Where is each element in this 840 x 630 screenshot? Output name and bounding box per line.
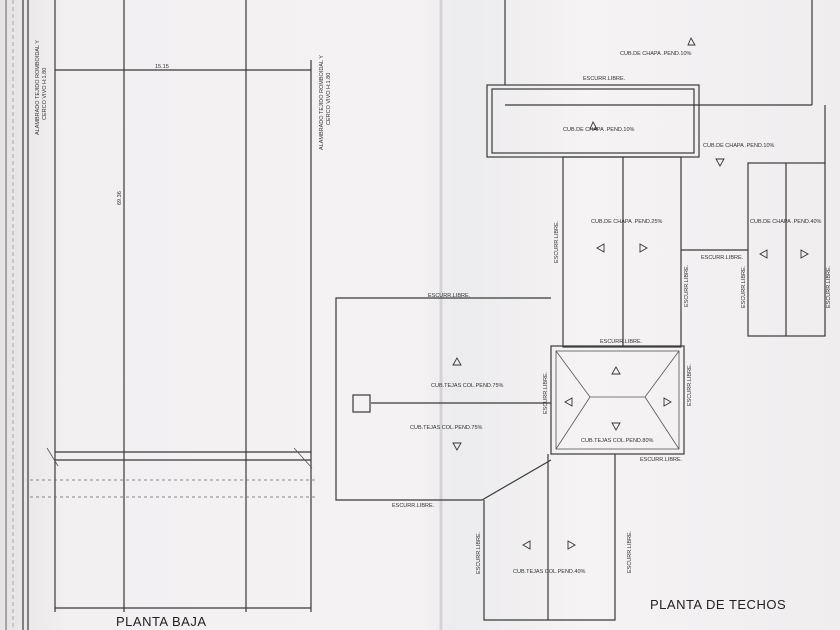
roof-chapa-box-inner	[491, 88, 695, 154]
drain-label-7: ESCURR.LIBRE.	[554, 220, 560, 263]
roof-tejas-80-inner	[555, 350, 680, 450]
slope-arrow-up-top	[687, 36, 696, 46]
slope-arrow-right-25	[639, 243, 648, 253]
drain-label-13: ESCURR.LIBRE.	[476, 531, 482, 574]
roof-label-tejas-75-top: CUB.TEJAS COL.PEND.75%	[431, 383, 504, 389]
slope-arrow-right-hip	[663, 397, 672, 407]
roof-label-chapa-box: CUB.DE CHAPA .PEND.10%	[563, 127, 635, 133]
slope-arrow-up-chapa	[589, 120, 598, 130]
fence-note-left-line1: ALAMBRADO TEJIDO ROMBOIDAL Y	[35, 40, 41, 135]
break-mark-left	[46, 447, 59, 467]
roof-tejas-80-outline	[550, 345, 685, 455]
drain-label-9: ESCURR.LIBRE.	[741, 265, 747, 308]
planta-baja-title: PLANTA BAJA	[116, 614, 207, 629]
roof-label-tejas-80: CUB.TEJAS COL.PEND.80%	[581, 438, 654, 444]
planta-techos-title: PLANTA DE TECHOS	[650, 597, 786, 612]
slope-arrow-down-hip	[611, 422, 621, 431]
roof-tejas-75-outline	[335, 297, 552, 501]
drain-label-3: ESCURR.LIBRE.	[428, 293, 471, 299]
drain-label-14: ESCURR.LIBRE.	[627, 530, 633, 573]
slope-arrow-right-tejas40	[567, 540, 576, 550]
slope-arrow-down-chapa	[715, 158, 725, 167]
fence-note-right-line2: CERCO VIVO H:1.80	[326, 73, 332, 125]
fence-note-left-line2: CERCO VIVO H:1.80	[42, 68, 48, 120]
slope-arrow-left-40	[759, 249, 768, 259]
roof-label-chapa-top: CUB.DE CHAPA .PEND.10%	[620, 51, 692, 57]
roof-tejas-40-outline	[483, 454, 616, 621]
slope-arrow-left-25	[596, 243, 605, 253]
roof-hip-br	[644, 396, 680, 450]
drain-label-12: ESCURR.LIBRE.	[687, 363, 693, 406]
chimney-box	[352, 394, 371, 413]
drain-label-5: ESCURR.LIBRE.	[640, 457, 683, 463]
slope-arrow-right-40	[800, 249, 809, 259]
roof-chapa-box-outer	[486, 84, 700, 158]
dimension-length-label: 69.36	[117, 191, 123, 205]
planta-de-techos-plan: CUB.DE CHAPA .PEND.10% CUB.DE CHAPA .PEN…	[335, 0, 832, 621]
roof-label-tejas-75-bottom: CUB.TEJAS COL.PEND.75%	[410, 425, 483, 431]
slope-arrow-left-hip	[564, 397, 573, 407]
dimension-width-label: 15.15	[155, 64, 169, 70]
slope-arrow-up-tejas75	[452, 357, 462, 366]
roof-label-chapa-40: CUB.DE CHAPA .PEND.40%	[750, 219, 822, 225]
slope-arrow-down-tejas75	[452, 442, 462, 451]
drain-label-10: ESCURR.LIBRE.	[826, 265, 832, 308]
roof-hip-bl	[555, 396, 591, 450]
roof-hip-top	[555, 350, 680, 398]
slope-arrow-left-tejas40	[522, 540, 531, 550]
break-mark-right	[293, 447, 313, 469]
slope-arrow-up-hip	[611, 366, 621, 375]
fence-note-right-line1: ALAMBRADO TEJIDO ROMBOIDAL Y	[319, 55, 325, 150]
drain-label-6: ESCURR.LIBRE.	[392, 503, 435, 509]
roof-chapa-25-block	[562, 156, 682, 348]
roof-label-chapa-right: CUB.DE CHAPA .PEND.10%	[703, 143, 775, 149]
drain-label-8: ESCURR.LIBRE.	[684, 264, 690, 307]
drain-label-4: ESCURR.LIBRE.	[600, 339, 643, 345]
roof-label-tejas-40: CUB.TEJAS COL.PEND.40%	[513, 569, 586, 575]
drain-label-2: ESCURR.LIBRE.	[701, 255, 744, 261]
drain-label-11: ESCURR.LIBRE.	[543, 371, 549, 414]
planta-baja-plan: 15.15 69.36 ALAMBRADO TEJIDO ROMBOIDAL Y…	[22, 0, 332, 630]
drain-label-1: ESCURR.LIBRE.	[583, 76, 626, 82]
roof-label-chapa-25: CUB.DE CHAPA .PEND.25%	[591, 219, 663, 225]
